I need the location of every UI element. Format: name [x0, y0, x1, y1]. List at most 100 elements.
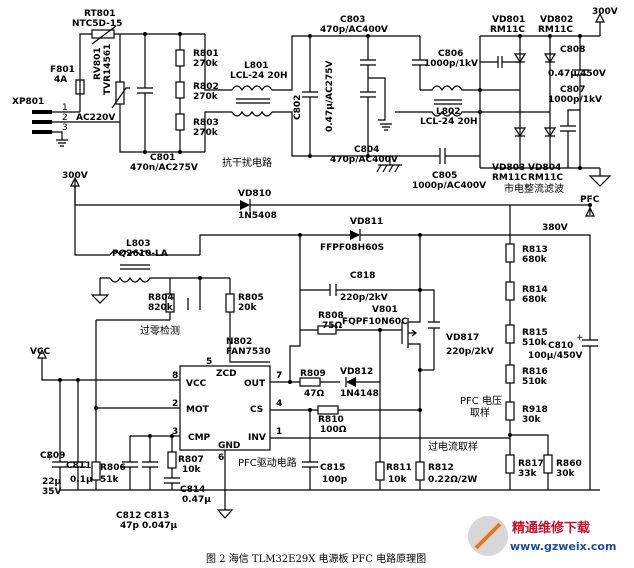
label-r918: R918	[522, 405, 548, 415]
label-r813-value: 680k	[522, 255, 548, 265]
label-r802-value: 270k	[193, 92, 219, 102]
label-vd803: VD803	[492, 163, 525, 173]
label-vcc-net: VCC	[30, 347, 51, 357]
figure-caption: 图 2 海信 TLM32E29X 电源板 PFC 电路原理图	[206, 552, 426, 565]
label-c806-value: 1000p/1kV	[424, 59, 478, 69]
label-vd802-type: RM11C	[538, 25, 573, 35]
label-v801: V801	[372, 305, 398, 315]
label-1n5408: 1N5408	[238, 211, 277, 221]
input-section	[32, 22, 612, 187]
label-c801: C801	[150, 153, 175, 163]
label-c811: C811	[66, 461, 91, 471]
label-pfc-driver: PFC驱动电路	[238, 456, 297, 469]
label-r804: R804	[148, 293, 174, 303]
label-pin3: 3	[62, 123, 68, 133]
label-c805: C805	[432, 171, 457, 181]
label-1n4148: 1N4148	[340, 389, 379, 399]
label-c818-value: 220p/2kV	[340, 293, 388, 303]
label-r813: R813	[522, 245, 548, 255]
label-pfc: PFC	[580, 195, 600, 205]
label-r814: R814	[522, 285, 548, 295]
label-pin1: 1	[276, 427, 282, 437]
label-l801-value: LCL-24 20H	[230, 71, 288, 81]
label-c810-value: 100μ/450V	[528, 351, 582, 361]
label-r812-value: 0.22Ω/2W	[428, 475, 477, 485]
label-tvr: TVR14561	[103, 44, 113, 95]
watermark-cn: 精通维修下载	[512, 520, 590, 536]
label-c807: C807	[560, 85, 585, 95]
label-r808-value: 75Ω	[322, 321, 343, 331]
label-vd811: VD811	[350, 217, 383, 227]
label-pfc-voltage: PFC 电压	[460, 394, 502, 407]
label-c815: C815	[320, 463, 345, 473]
label-pin8: 8	[172, 371, 178, 381]
label-fqpf10n60c: FQPF10N60C	[342, 317, 408, 327]
label-r807: R807	[178, 455, 204, 465]
label-vd802: VD802	[540, 15, 573, 25]
label-r860-value: 30k	[556, 469, 576, 479]
label-l803: L803	[126, 239, 151, 249]
label-r860: R860	[556, 459, 582, 469]
label-300v-pfc: 300V	[62, 171, 88, 181]
label-pq2610: PQ2610-LA	[112, 249, 168, 259]
label-c813-value: 0.047μ	[142, 521, 177, 531]
label-vd804-type: RM11C	[528, 173, 563, 183]
pfc-section: +	[37, 12, 605, 519]
label-pin4: 4	[276, 399, 282, 409]
label-c814-value: 0.47μ	[182, 495, 211, 505]
label-c806: C806	[438, 49, 463, 59]
svg-text:+: +	[576, 333, 584, 343]
label-c808-value: 0.47μ/450V	[548, 69, 606, 79]
label-f801-value: 4A	[54, 75, 67, 85]
label-r807-value: 10k	[182, 465, 202, 475]
label-c803-value: 470p/AC400V	[320, 25, 388, 35]
label-300v-top: 300V	[592, 7, 618, 17]
label-vd801-type: RM11C	[490, 25, 525, 35]
label-r803-value: 270k	[193, 128, 219, 138]
label-pin2: 2	[62, 113, 68, 123]
label-c802: C802	[293, 95, 303, 120]
label-pin6: 6	[218, 453, 224, 463]
label-vd817: VD817	[446, 333, 479, 343]
label-rectifier: 市电整流滤波	[504, 182, 564, 195]
label-c809-voltage: 35V	[42, 487, 62, 497]
label-rv801: RV801	[93, 47, 103, 80]
label-c805-value: 1000p/AC400V	[412, 181, 486, 191]
label-pin5: 5	[206, 357, 212, 367]
label-r809-value: 47Ω	[304, 389, 325, 399]
label-out: OUT	[244, 379, 266, 389]
label-r808: R808	[318, 311, 344, 321]
label-l802-value: LCL-24 20H	[420, 117, 478, 127]
label-pin3: 3	[172, 427, 178, 437]
label-r817: R817	[518, 459, 544, 469]
label-c813: C813	[144, 511, 169, 521]
label-c809-cap: 22μ	[42, 477, 62, 487]
label-r803: R803	[193, 118, 219, 128]
label-vd812: VD812	[340, 367, 373, 377]
label-l801: L801	[244, 61, 269, 71]
label-r814-value: 680k	[522, 295, 548, 305]
label-ntc: NTC5D-15	[72, 19, 122, 29]
label-r811: R811	[386, 463, 412, 473]
label-r918-value: 30k	[522, 415, 542, 425]
label-c803: C803	[340, 15, 365, 25]
label-r806-value: 51k	[100, 475, 120, 485]
label-mot: MOT	[186, 405, 210, 415]
label-r806: R806	[100, 463, 126, 473]
label-c812: C812	[116, 511, 141, 521]
label-r805: R805	[238, 293, 264, 303]
label-r815: R815	[522, 328, 548, 338]
label-r801-value: 270k	[193, 59, 219, 69]
label-pin1: 1	[62, 103, 68, 113]
label-r805-value: 20k	[238, 303, 258, 313]
label-pin2: 2	[172, 399, 178, 409]
label-current-sense: 过电流取样	[428, 440, 478, 453]
component-labels: RT801 NTC5D-15 F801 4A RV801 TVR14561 XP…	[12, 7, 618, 531]
label-zcd: ZCD	[216, 369, 237, 379]
label-c809: C809	[40, 451, 65, 461]
label-cmp: CMP	[188, 433, 211, 443]
label-vcc-pin: VCC	[186, 379, 207, 389]
label-ac220: AC220V	[76, 113, 115, 123]
label-vd804: VD804	[528, 163, 561, 173]
